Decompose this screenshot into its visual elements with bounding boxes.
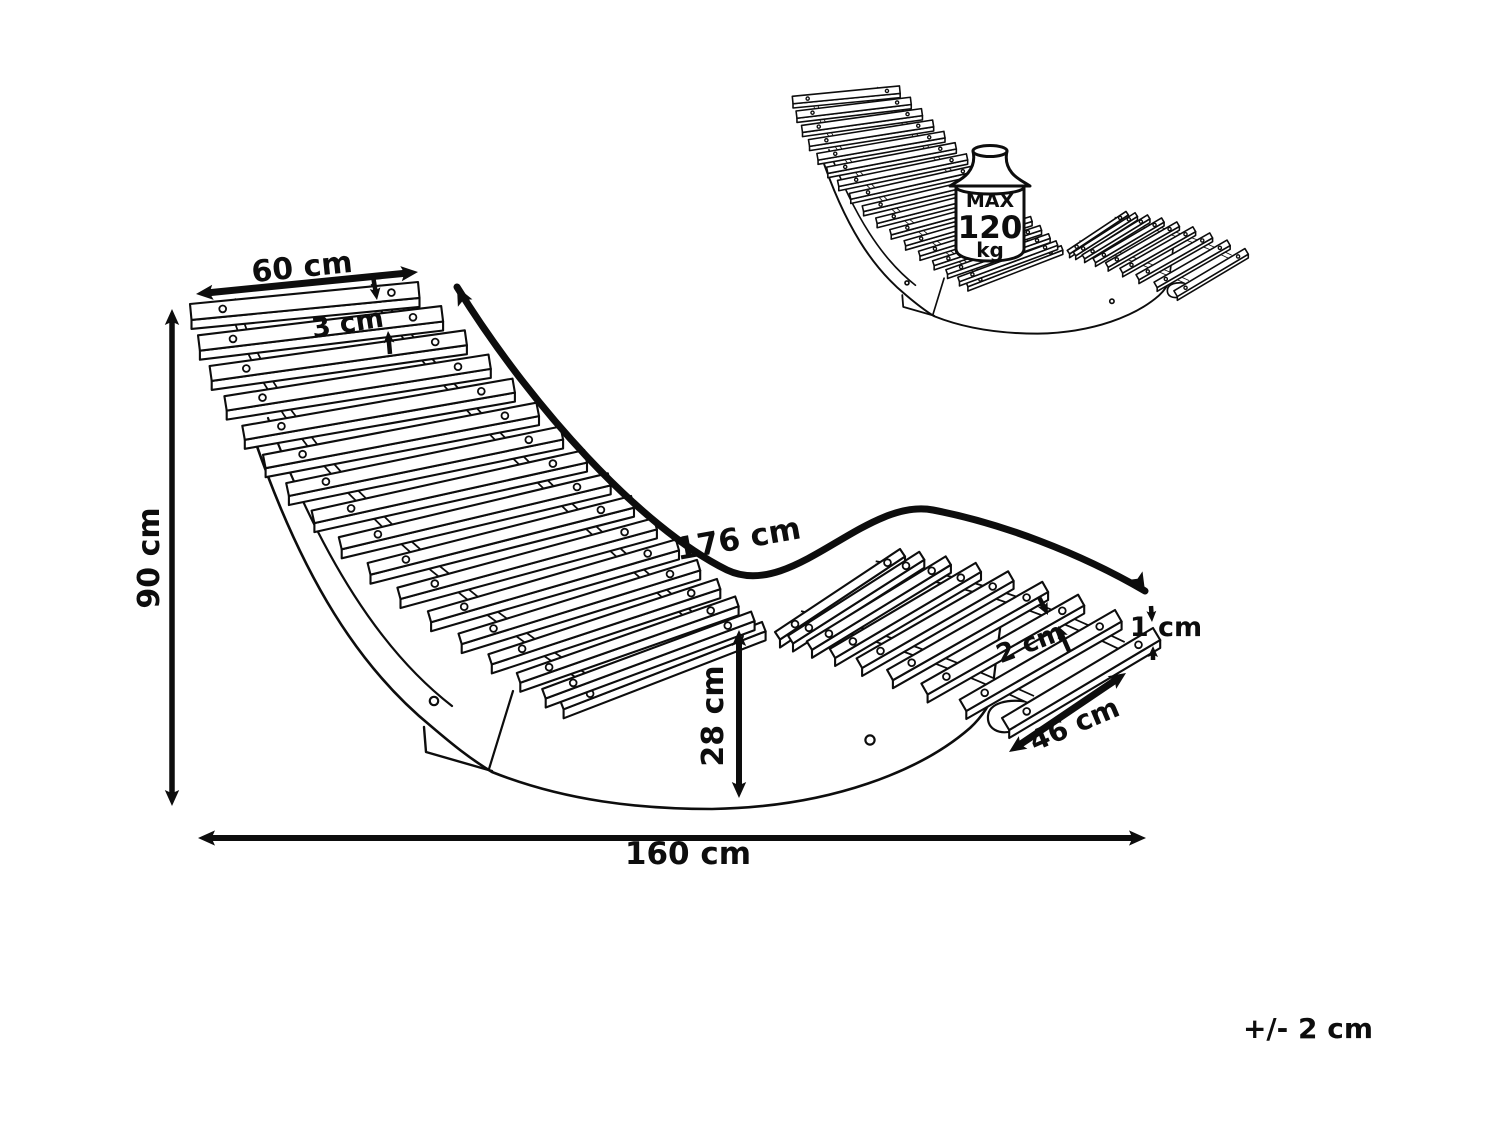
- dim-label-back-slat-length: 60 cm: [250, 245, 354, 290]
- dim-label-seat-height: 28 cm: [696, 665, 731, 766]
- tolerance-note: +/- 2 cm: [1243, 1012, 1373, 1045]
- dim-label-foot-slat-edge: 1 cm: [1130, 612, 1202, 643]
- dim-label-surface-length: 176 cm: [673, 510, 804, 567]
- dimension-arrows: [164, 266, 1158, 846]
- main-lounger-drawing: [188, 280, 1162, 811]
- max-load-unit: kg: [976, 238, 1004, 262]
- dim-label-overall-length: 160 cm: [625, 836, 751, 872]
- max-weight-icon: [948, 144, 1032, 263]
- max-load-value: 120: [958, 210, 1023, 246]
- dim-label-overall-height: 90 cm: [132, 507, 167, 608]
- max-load-label: MAX: [966, 190, 1015, 212]
